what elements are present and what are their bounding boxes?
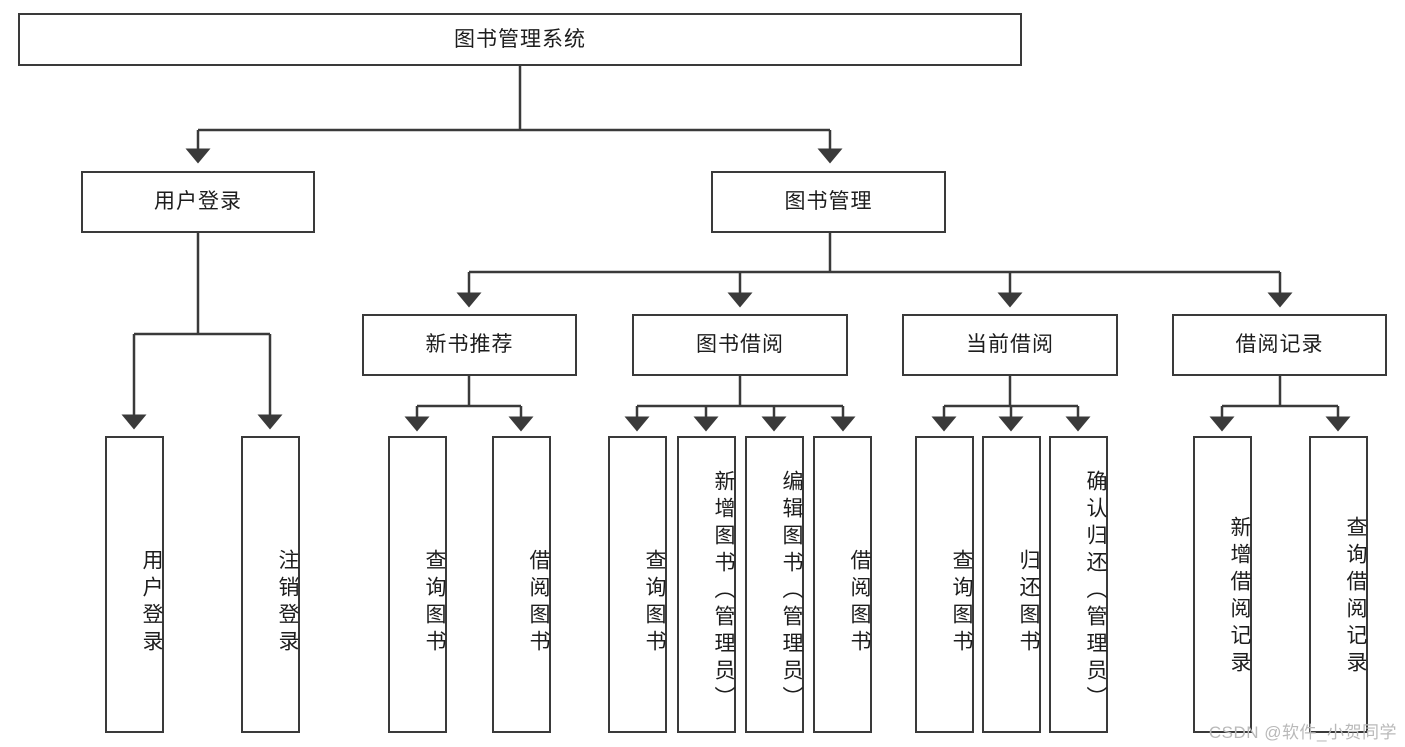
node-book-management[interactable]: 图书管理 bbox=[711, 171, 946, 233]
node-label: 图书管理 bbox=[784, 190, 873, 214]
node-label: 借阅图书 bbox=[527, 548, 550, 657]
leaf-add-book[interactable]: 新增图书（管理员） bbox=[677, 436, 736, 733]
node-new-book-recommend[interactable]: 新书推荐 bbox=[362, 314, 577, 376]
node-label: 图书管理系统 bbox=[454, 27, 586, 51]
node-label: 新增借阅记录 bbox=[1228, 515, 1251, 678]
node-user-login[interactable]: 用户登录 bbox=[81, 171, 315, 233]
node-borrow-record[interactable]: 借阅记录 bbox=[1172, 314, 1387, 376]
node-label: 新增图书（管理员） bbox=[712, 470, 735, 713]
node-label: 查询图书 bbox=[950, 548, 973, 657]
csdn-watermark: CSDN @软件_小贺同学 bbox=[1208, 723, 1397, 742]
leaf-borrow-books-recommend[interactable]: 借阅图书 bbox=[492, 436, 551, 733]
node-label: 归还图书 bbox=[1017, 548, 1040, 657]
node-label: 查询图书 bbox=[423, 548, 446, 657]
leaf-borrow-books-borrow[interactable]: 借阅图书 bbox=[813, 436, 872, 733]
node-label: 确认归还（管理员） bbox=[1084, 470, 1107, 713]
node-label: 借阅图书 bbox=[848, 548, 871, 657]
node-label: 查询图书 bbox=[643, 548, 666, 657]
leaf-return-book[interactable]: 归还图书 bbox=[982, 436, 1041, 733]
leaf-query-books-borrow[interactable]: 查询图书 bbox=[608, 436, 667, 733]
node-label: 借阅记录 bbox=[1235, 333, 1324, 357]
leaf-user-login[interactable]: 用户登录 bbox=[105, 436, 164, 733]
node-label: 用户登录 bbox=[154, 190, 242, 214]
node-root-system[interactable]: 图书管理系统 bbox=[18, 13, 1022, 66]
leaf-query-books-recommend[interactable]: 查询图书 bbox=[388, 436, 447, 733]
node-label: 用户登录 bbox=[140, 548, 163, 657]
leaf-edit-book[interactable]: 编辑图书（管理员） bbox=[745, 436, 804, 733]
leaf-confirm-return[interactable]: 确认归还（管理员） bbox=[1049, 436, 1108, 733]
leaf-user-logout[interactable]: 注销登录 bbox=[241, 436, 300, 733]
node-current-borrow[interactable]: 当前借阅 bbox=[902, 314, 1118, 376]
node-book-borrow[interactable]: 图书借阅 bbox=[632, 314, 848, 376]
node-label: 编辑图书（管理员） bbox=[780, 470, 803, 713]
leaf-add-borrow-record[interactable]: 新增借阅记录 bbox=[1193, 436, 1252, 733]
node-label: 图书借阅 bbox=[696, 333, 784, 357]
node-label: 当前借阅 bbox=[966, 333, 1054, 357]
leaf-query-books-current[interactable]: 查询图书 bbox=[915, 436, 974, 733]
node-label: 新书推荐 bbox=[425, 333, 514, 357]
node-label: 查询借阅记录 bbox=[1344, 515, 1367, 678]
leaf-query-borrow-record[interactable]: 查询借阅记录 bbox=[1309, 436, 1368, 733]
node-label: 注销登录 bbox=[276, 548, 299, 657]
